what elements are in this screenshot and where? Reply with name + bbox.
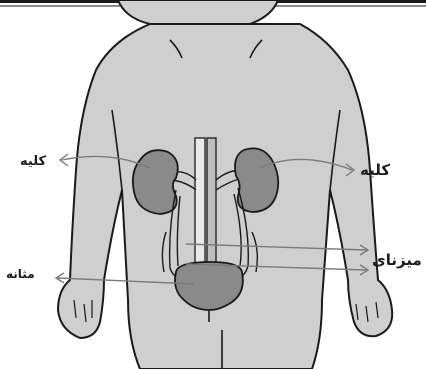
bladder-label: مثانه	[6, 268, 35, 280]
kidney-left	[133, 150, 178, 214]
kidney-right-label: کلیه	[360, 163, 390, 178]
great-vessels	[195, 138, 216, 278]
kidney-left-label: کلیه	[20, 155, 46, 168]
ureter-label: میزنای	[372, 253, 422, 268]
